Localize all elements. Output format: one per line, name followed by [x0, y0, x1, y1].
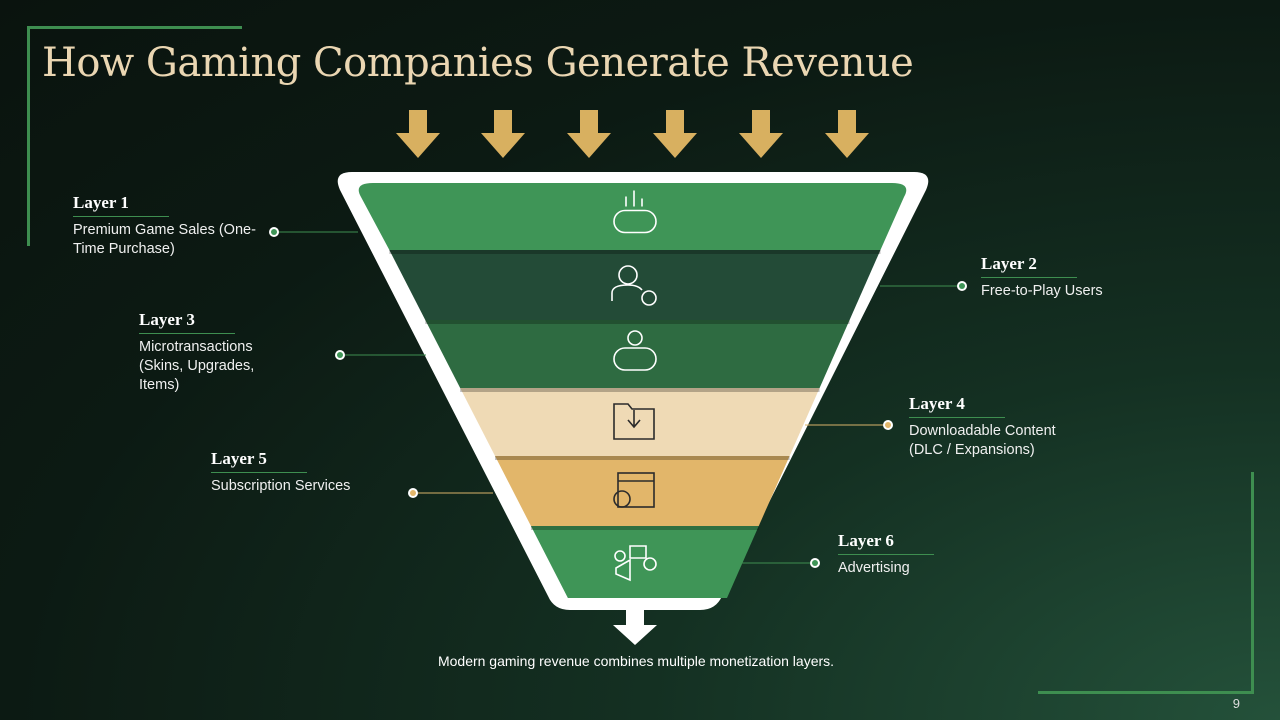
layer-title: Layer 5: [211, 449, 307, 473]
funnel-layer-5: [495, 456, 790, 526]
caption: Modern gaming revenue combines multiple …: [437, 653, 835, 669]
layer-text: Downloadable Content (DLC / Expansions): [909, 423, 1056, 458]
connector-1: [269, 227, 358, 237]
layer-text: Advertising: [838, 560, 910, 576]
down-arrow-icon: [825, 110, 869, 158]
gamepad-coin-icon: [613, 330, 657, 371]
page-number: 9: [1232, 696, 1240, 711]
layer-title: Layer 1: [73, 193, 169, 217]
layer-title: Layer 2: [981, 254, 1077, 278]
layer-title: Layer 6: [838, 531, 934, 555]
funnel-layer-6: [530, 526, 759, 598]
layer-text: Microtransactions (Skins, Upgrades, Item…: [139, 339, 255, 393]
layer-4-label: Layer 4 Downloadable Content (DLC / Expan…: [909, 394, 1059, 460]
down-arrow-icon: [567, 110, 611, 158]
layer-3-label: Layer 3 Microtransactions (Skins, Upgrade…: [139, 310, 289, 395]
layer-text: Premium Game Sales (One-Time Purchase): [73, 222, 256, 257]
connector-6: [740, 558, 820, 568]
layer-title: Layer 3: [139, 310, 235, 334]
calendar-coin-icon: [613, 472, 655, 508]
output-arrow-icon: [613, 608, 657, 645]
gamepad-chart-icon: [613, 190, 657, 234]
funnel-layer-3: [425, 320, 850, 388]
connector-3: [335, 350, 426, 360]
down-arrow-icon: [739, 110, 783, 158]
funnel-layer-4: [460, 388, 820, 456]
down-arrow-icon: [396, 110, 440, 158]
corner-frame-bottom-right: [1038, 472, 1254, 694]
layer-5-label: Layer 5 Subscription Services: [211, 449, 391, 496]
funnel-layer-1: [358, 183, 907, 250]
layer-6-label: Layer 6 Advertising: [838, 531, 988, 578]
layer-1-label: Layer 1 Premium Game Sales (One-Time Purc…: [73, 193, 273, 259]
corner-frame-top-left: [27, 26, 242, 246]
megaphone-ads-icon: [614, 545, 657, 582]
down-arrow-icon: [653, 110, 697, 158]
user-play-icon: [611, 265, 657, 306]
down-arrow-icon: [481, 110, 525, 158]
connector-4: [805, 420, 893, 430]
slide-title: How Gaming Companies Generate Revenue: [42, 40, 914, 86]
layer-title: Layer 4: [909, 394, 1005, 418]
layer-text: Subscription Services: [211, 478, 351, 494]
connector-5: [408, 488, 493, 498]
layer-text: Free-to-Play Users: [981, 283, 1103, 299]
layer-2-label: Layer 2 Free-to-Play Users: [981, 254, 1141, 301]
folder-download-icon: [613, 403, 655, 440]
funnel-layer-2: [389, 250, 881, 320]
connector-2: [880, 281, 967, 291]
